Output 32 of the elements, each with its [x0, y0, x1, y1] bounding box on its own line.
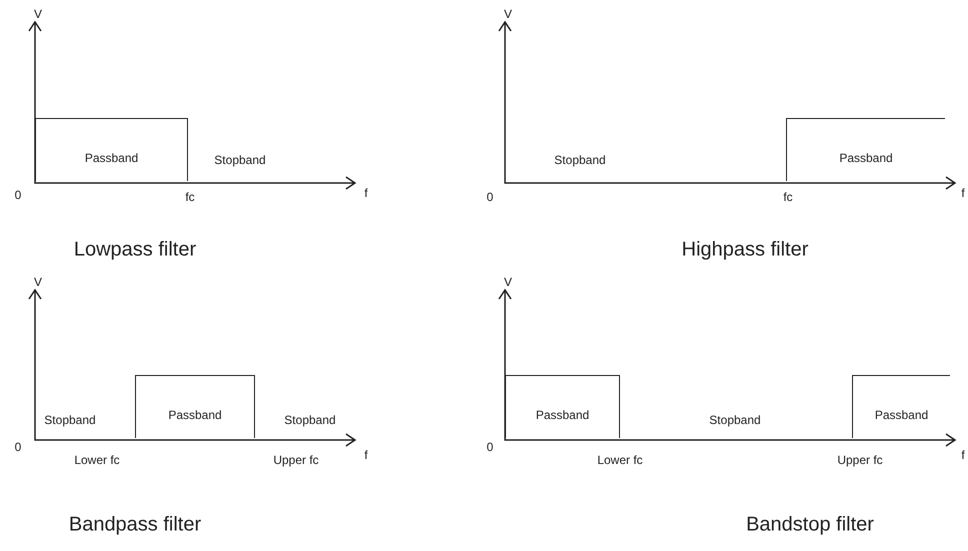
- passband-region: Passband: [786, 118, 945, 181]
- axis-label: V: [34, 7, 42, 21]
- axis-label: f: [961, 186, 965, 200]
- origin-label: 0: [486, 190, 494, 204]
- band-label: Stopband: [709, 413, 761, 427]
- axis-label: f: [364, 448, 368, 462]
- origin-label: 0: [486, 440, 494, 454]
- axis-label: f: [364, 186, 368, 200]
- frequency-marker: fc: [185, 190, 195, 204]
- axis-label: V: [34, 275, 42, 289]
- passband-region: Passband: [35, 118, 188, 181]
- chart-title: Bandstop filter: [746, 514, 874, 536]
- passband-region: Passband: [505, 375, 620, 438]
- band-label: Stopband: [214, 153, 266, 167]
- band-label: Stopband: [284, 413, 336, 427]
- band-label: Stopband: [554, 153, 606, 167]
- frequency-marker: Upper fc: [837, 453, 883, 467]
- axis-label: V: [504, 7, 512, 21]
- frequency-marker: Lower fc: [597, 453, 643, 467]
- axis-label: f: [961, 448, 965, 462]
- chart-title: Highpass filter: [682, 238, 808, 262]
- frequency-marker: Upper fc: [273, 453, 319, 467]
- axis-label: V: [504, 275, 512, 289]
- band-label: Stopband: [44, 413, 96, 427]
- chart-title: Lowpass filter: [74, 238, 196, 262]
- chart-title: Bandpass filter: [68, 514, 202, 536]
- frequency-marker: fc: [783, 190, 793, 204]
- passband-region: Passband: [135, 375, 255, 438]
- origin-label: 0: [14, 188, 22, 202]
- frequency-marker: Lower fc: [74, 453, 120, 467]
- origin-label: 0: [14, 440, 22, 454]
- passband-region: Passband: [852, 375, 950, 438]
